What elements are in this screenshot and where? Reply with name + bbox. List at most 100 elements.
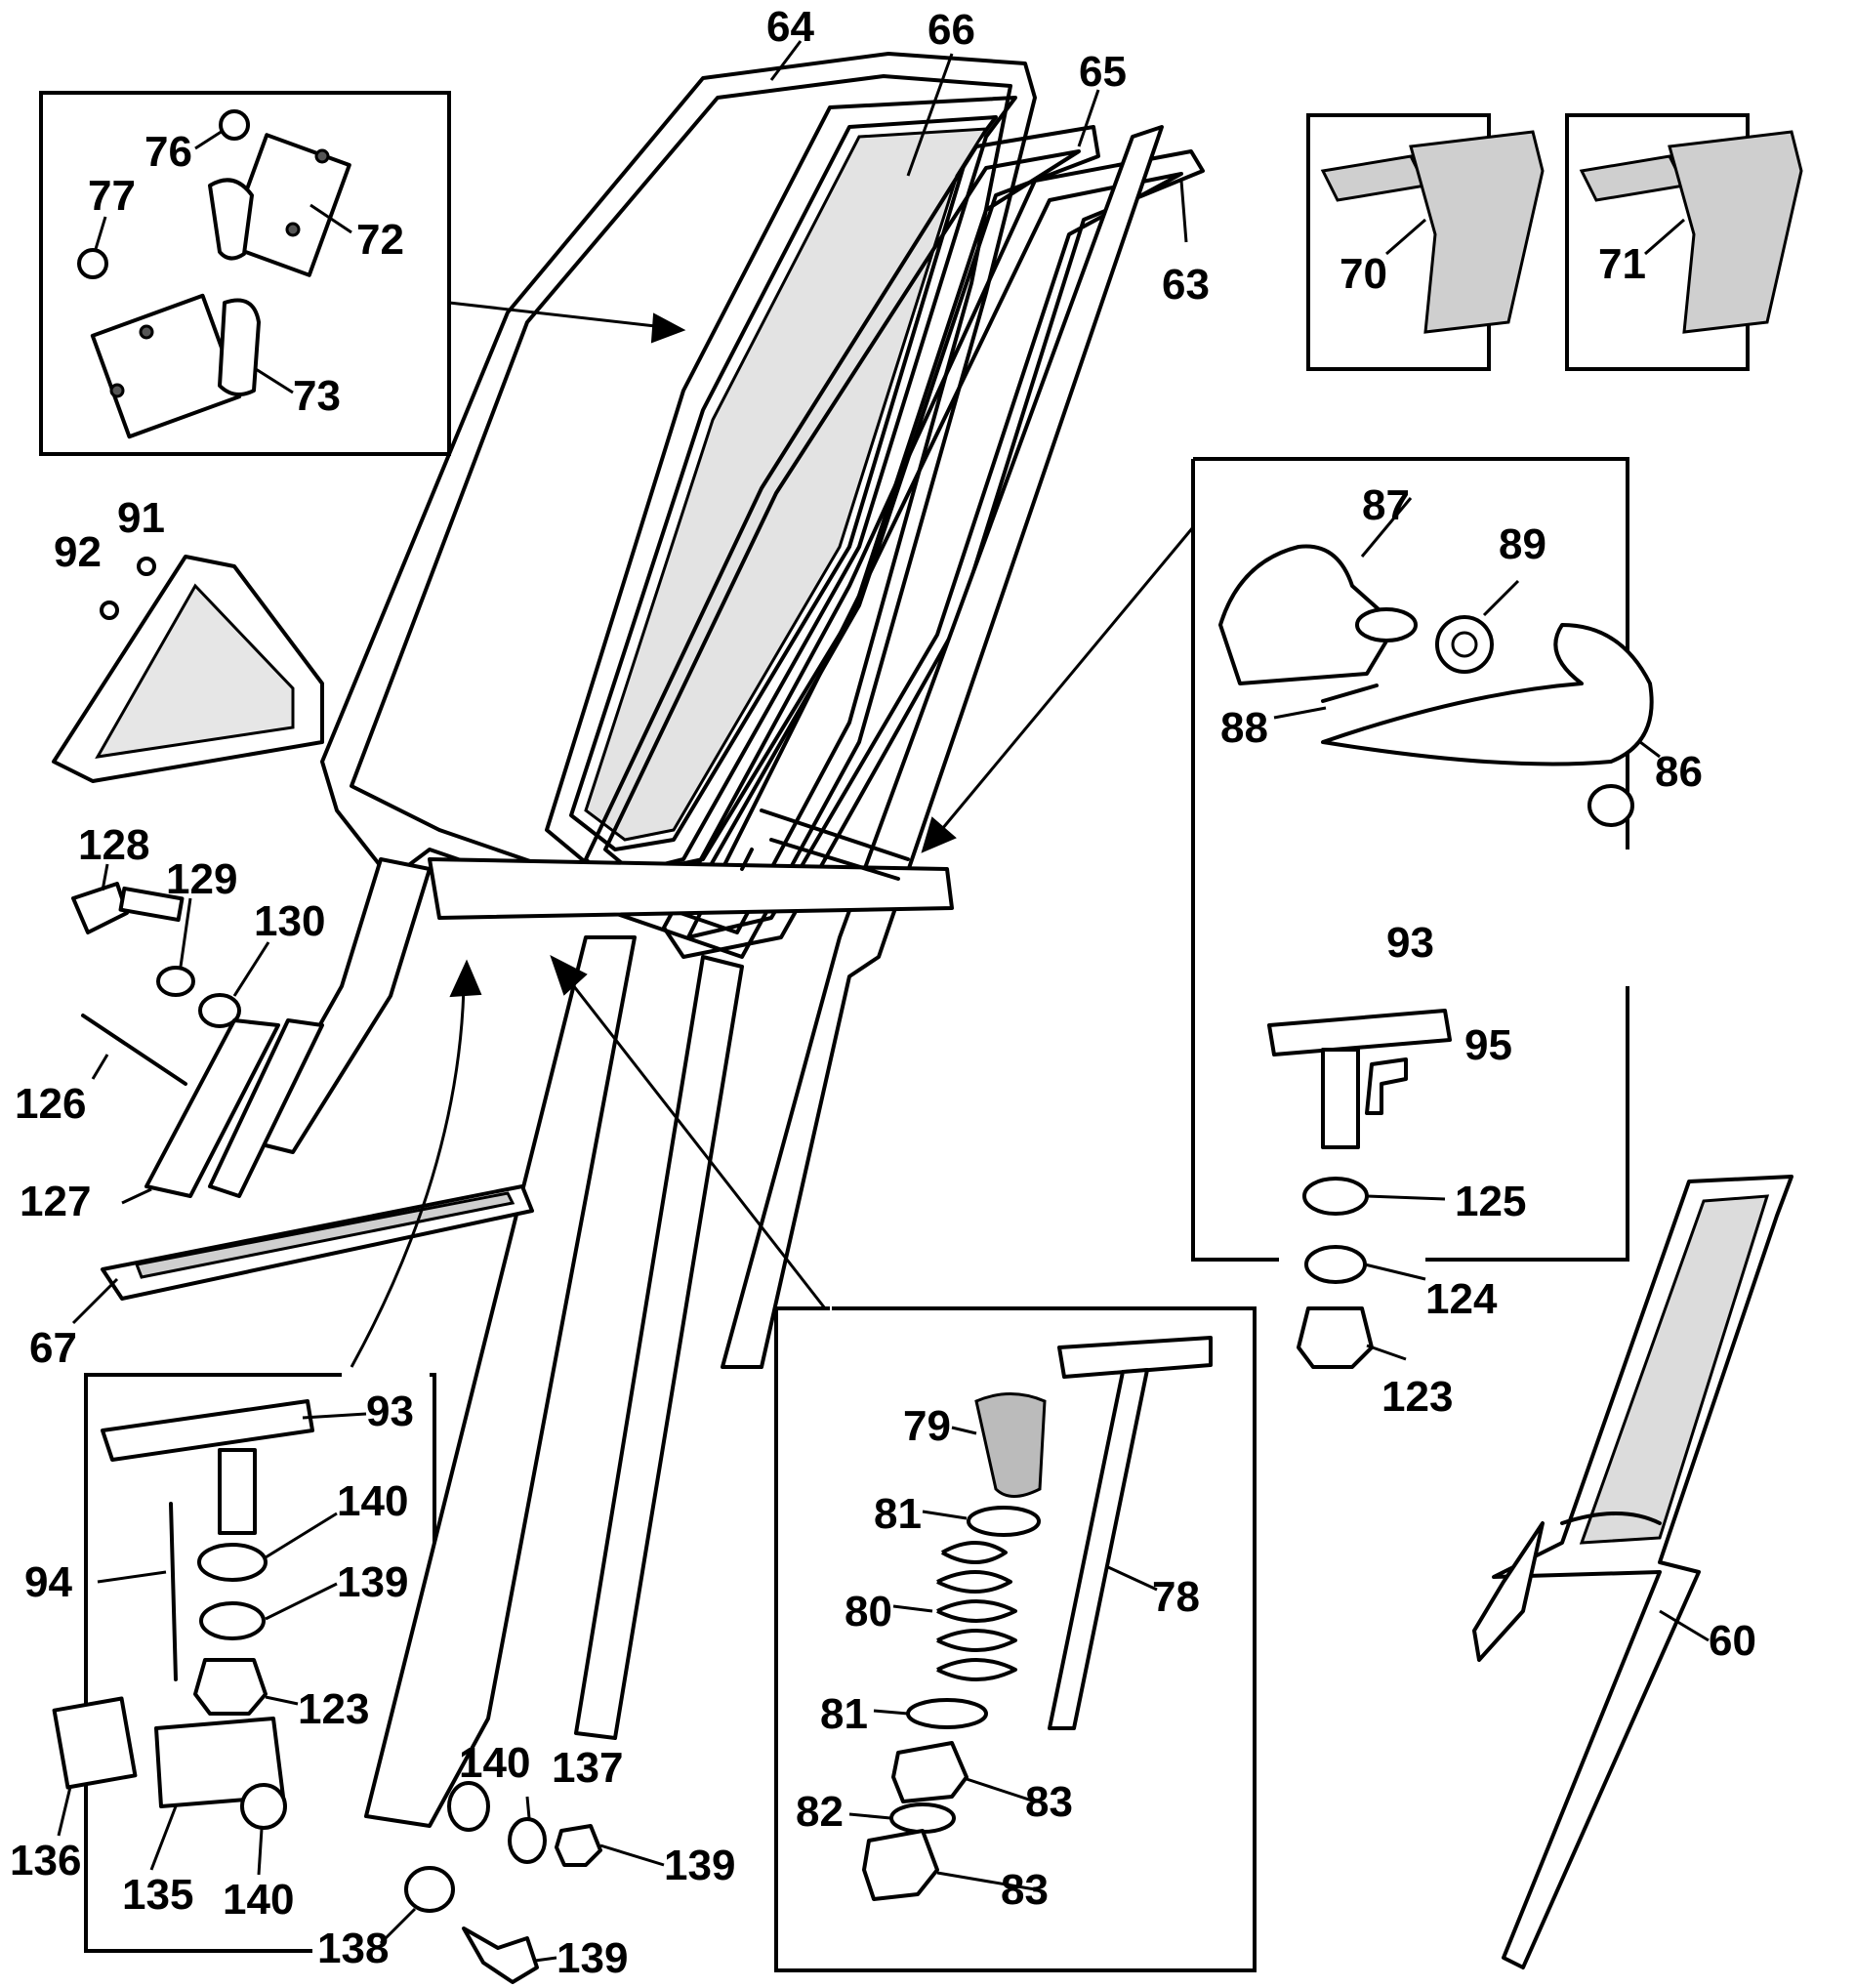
leader-67: [71, 1277, 119, 1325]
handle-stud: [1587, 784, 1634, 827]
quarter-pivot: [1560, 1512, 1662, 1525]
washer-hole: [1451, 631, 1478, 658]
spring-pointer: [564, 975, 827, 1309]
part-label: 67: [29, 1324, 77, 1372]
screw-95: [1365, 1057, 1408, 1115]
frame-63: [662, 149, 1205, 959]
part-label: 128: [78, 821, 149, 869]
bottom-crossbar: [428, 857, 954, 920]
screw-126: [81, 1014, 187, 1086]
hinge-knuckle: [208, 178, 254, 261]
part-label: 129: [166, 855, 237, 903]
pin-88: [1321, 683, 1379, 703]
frame-63-inner: [686, 172, 1183, 939]
leader-79: [951, 1426, 977, 1435]
part-label: 127: [20, 1178, 91, 1225]
leader-140: [265, 1512, 338, 1559]
part-label: 140: [337, 1477, 408, 1525]
arrow-head: [550, 954, 588, 996]
part-label: 126: [15, 1080, 86, 1128]
leader-83: [966, 1777, 1036, 1803]
frame-65: [584, 125, 1100, 900]
quarter-frame: [1492, 1175, 1793, 1969]
leader-70: [1385, 218, 1426, 256]
nut-83: [891, 1741, 969, 1803]
leader-81b: [873, 1709, 909, 1716]
seal-body: [1668, 130, 1803, 334]
part-label: 139: [664, 1842, 735, 1889]
washer-137: [508, 1817, 547, 1864]
leader-136: [57, 1786, 72, 1837]
strip-127b: [208, 1018, 324, 1198]
part-label: 140: [459, 1739, 530, 1787]
leader-88: [1273, 706, 1327, 720]
washer-129: [156, 966, 195, 997]
part-label: 135: [122, 1871, 193, 1919]
leader-94: [97, 1570, 167, 1584]
part-label: 94: [24, 1558, 72, 1606]
bolt-shank: [118, 886, 185, 923]
nut-83b: [862, 1829, 939, 1901]
part-label: 86: [1655, 748, 1703, 796]
leader-123b: [265, 1695, 299, 1706]
leader-128: [101, 863, 109, 891]
washer-140: [197, 1543, 268, 1582]
leader-137: [525, 1796, 531, 1819]
part-label: 79: [903, 1402, 951, 1450]
washer-140c: [447, 1781, 490, 1832]
part-label: 63: [1162, 261, 1210, 309]
part-label: 60: [1709, 1617, 1756, 1665]
leader-77: [94, 216, 107, 250]
hinge-inset: [39, 91, 451, 456]
seal-inset-70: [1306, 113, 1545, 371]
leader-60: [1659, 1609, 1710, 1642]
leader-124: [1364, 1263, 1426, 1281]
spring-80: [936, 1541, 1017, 1681]
seal-body: [1409, 130, 1545, 334]
quarter-light-60: [1472, 1175, 1793, 1969]
window-frame-assembly: [252, 52, 1205, 1828]
washer-82: [889, 1802, 956, 1834]
leader-123: [1366, 1344, 1407, 1361]
washer-138: [404, 1866, 455, 1913]
leader-76: [194, 129, 224, 150]
leader-65: [1077, 89, 1100, 147]
leader-73: [255, 367, 294, 394]
strip-127: [144, 1018, 280, 1198]
part-label: 136: [10, 1837, 81, 1884]
leader-83b: [936, 1871, 1036, 1891]
quarter-glass: [1579, 1194, 1770, 1545]
bracket-91-92: [52, 555, 324, 783]
t-bolt-head: [1057, 1336, 1213, 1379]
part-label: 137: [552, 1744, 623, 1792]
handle-base-87: [1218, 544, 1398, 685]
part-label: 140: [223, 1876, 294, 1924]
leader-82: [848, 1812, 891, 1820]
leader-129: [179, 897, 192, 968]
part-label: 83: [1001, 1866, 1049, 1914]
part-numbers: 64 66 65 63 76 72 77 73 70 71 92 91 87 8…: [10, 3, 1756, 1982]
bolt-139: [462, 1926, 539, 1984]
plate-93b: [101, 1399, 314, 1462]
rivet-94: [169, 1502, 178, 1681]
rail-right: [721, 125, 1164, 1369]
washer-124: [1304, 1245, 1367, 1284]
part-label: 89: [1499, 520, 1546, 568]
screw-77: [77, 248, 108, 279]
rail-left: [364, 935, 637, 1828]
leader-139b: [599, 1843, 665, 1867]
leader-63: [1179, 180, 1188, 243]
nut-123b: [193, 1658, 268, 1716]
part-label: 125: [1455, 1178, 1526, 1225]
hinge-boss: [218, 298, 261, 396]
hinge-plate-73: [90, 293, 242, 439]
part-label: 81: [820, 1690, 868, 1738]
threaded-stud: [1321, 1048, 1360, 1149]
part-label: 92: [54, 528, 102, 576]
screw-hole: [109, 383, 125, 398]
handle-pointer: [935, 526, 1195, 836]
leader-140b: [257, 1828, 264, 1876]
part-label: 71: [1598, 240, 1646, 288]
bolt-head-128: [71, 882, 129, 934]
part-label: 87: [1362, 481, 1410, 529]
